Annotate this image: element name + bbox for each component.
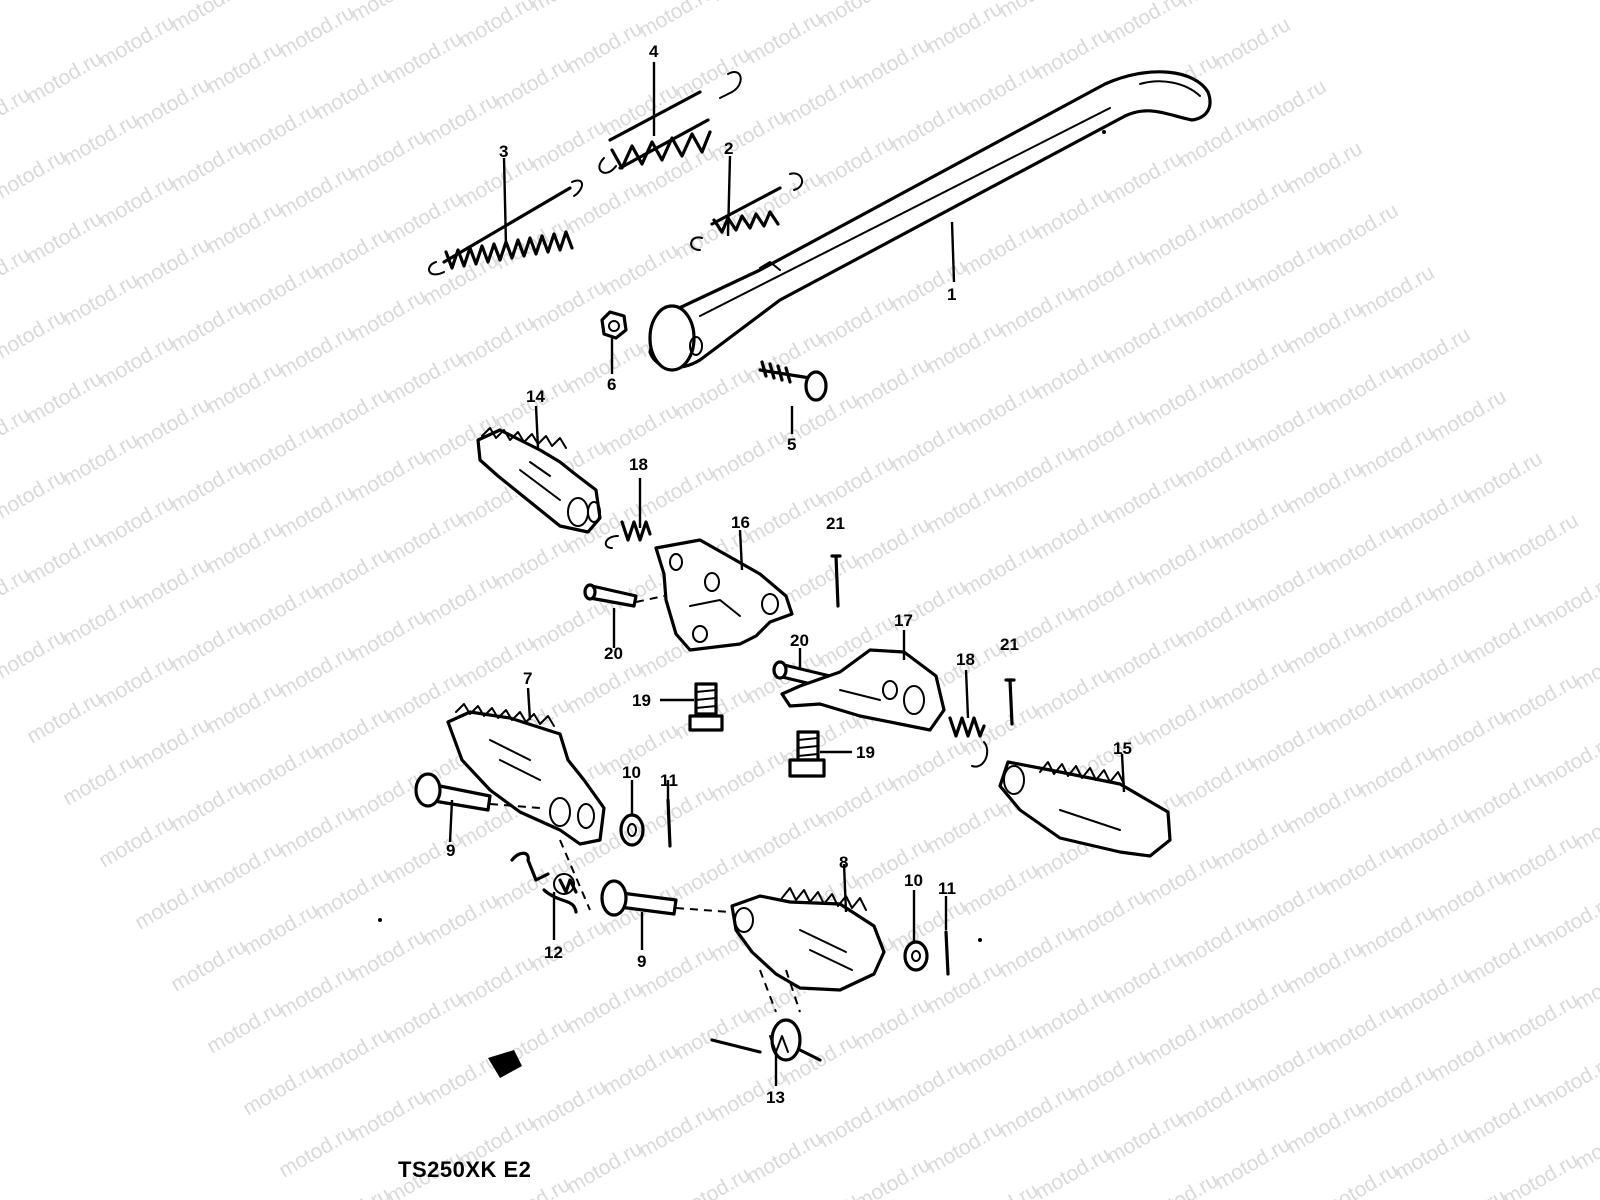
callout-19-a: 19 [632,691,651,710]
callout-2: 2 [724,139,734,158]
callout-18-right: 18 [956,650,975,669]
bolt-5 [758,360,828,402]
callout-14: 14 [526,387,545,406]
callout-8: 8 [839,853,849,872]
callout-16: 16 [731,513,750,532]
leader-lines [448,62,1126,1086]
callout-4: 4 [649,42,659,61]
callout-20-left: 20 [604,644,623,663]
callout-6: 6 [607,375,617,394]
cotter-pin-11-b [944,930,950,976]
spring-3 [428,179,583,276]
callout-1: 1 [947,285,957,304]
callout-5: 5 [787,435,797,454]
spring-2 [690,172,804,251]
callout-3: 3 [499,142,509,161]
footrest-14 [476,427,602,534]
spring-13 [710,1018,822,1062]
spring-12 [510,851,578,914]
callout-10-a: 10 [622,763,641,782]
callout-7: 7 [523,669,533,688]
callout-18-left: 18 [629,455,648,474]
callout-20-right: 20 [790,631,809,650]
callout-17: 17 [894,611,913,630]
cotter-pin-21-b [1004,678,1016,726]
callout-19-b: 19 [856,743,875,762]
bolt-19-b [788,730,826,778]
cotter-pin-11-a [666,798,672,848]
model-label: TS250XK E2 [398,1157,532,1182]
callout-21-a: 21 [826,514,845,533]
callout-9-right: 9 [637,952,647,971]
washer-10-a [619,813,645,847]
spring-18-right [948,716,989,768]
footrest-15 [998,760,1172,858]
side-stand [648,70,1212,372]
pin-20-left [583,583,665,608]
bracket-16 [654,538,794,652]
callout-11-a: 11 [660,771,678,790]
spring-4 [598,71,742,174]
bolt-19-a [688,682,724,732]
callout-21-b: 21 [1000,635,1019,654]
pin-9-left [414,772,541,812]
stray-dots [378,130,1106,942]
callout-9-left: 9 [446,841,456,860]
callout-11-b: 11 [938,879,956,898]
clip-part [488,1050,522,1078]
callout-12: 12 [544,943,563,962]
washer-10-b [903,940,929,972]
nut-6 [600,310,628,340]
callout-15: 15 [1113,739,1132,758]
spring-18-left [604,520,652,549]
bracket-17 [780,648,946,732]
footrest-7 [446,703,606,911]
callout-10-b: 10 [904,871,923,890]
cotter-pin-21-a [830,554,842,608]
callout-13: 13 [766,1088,785,1107]
pin-9-right [600,879,731,917]
footrest-8 [730,887,886,1013]
